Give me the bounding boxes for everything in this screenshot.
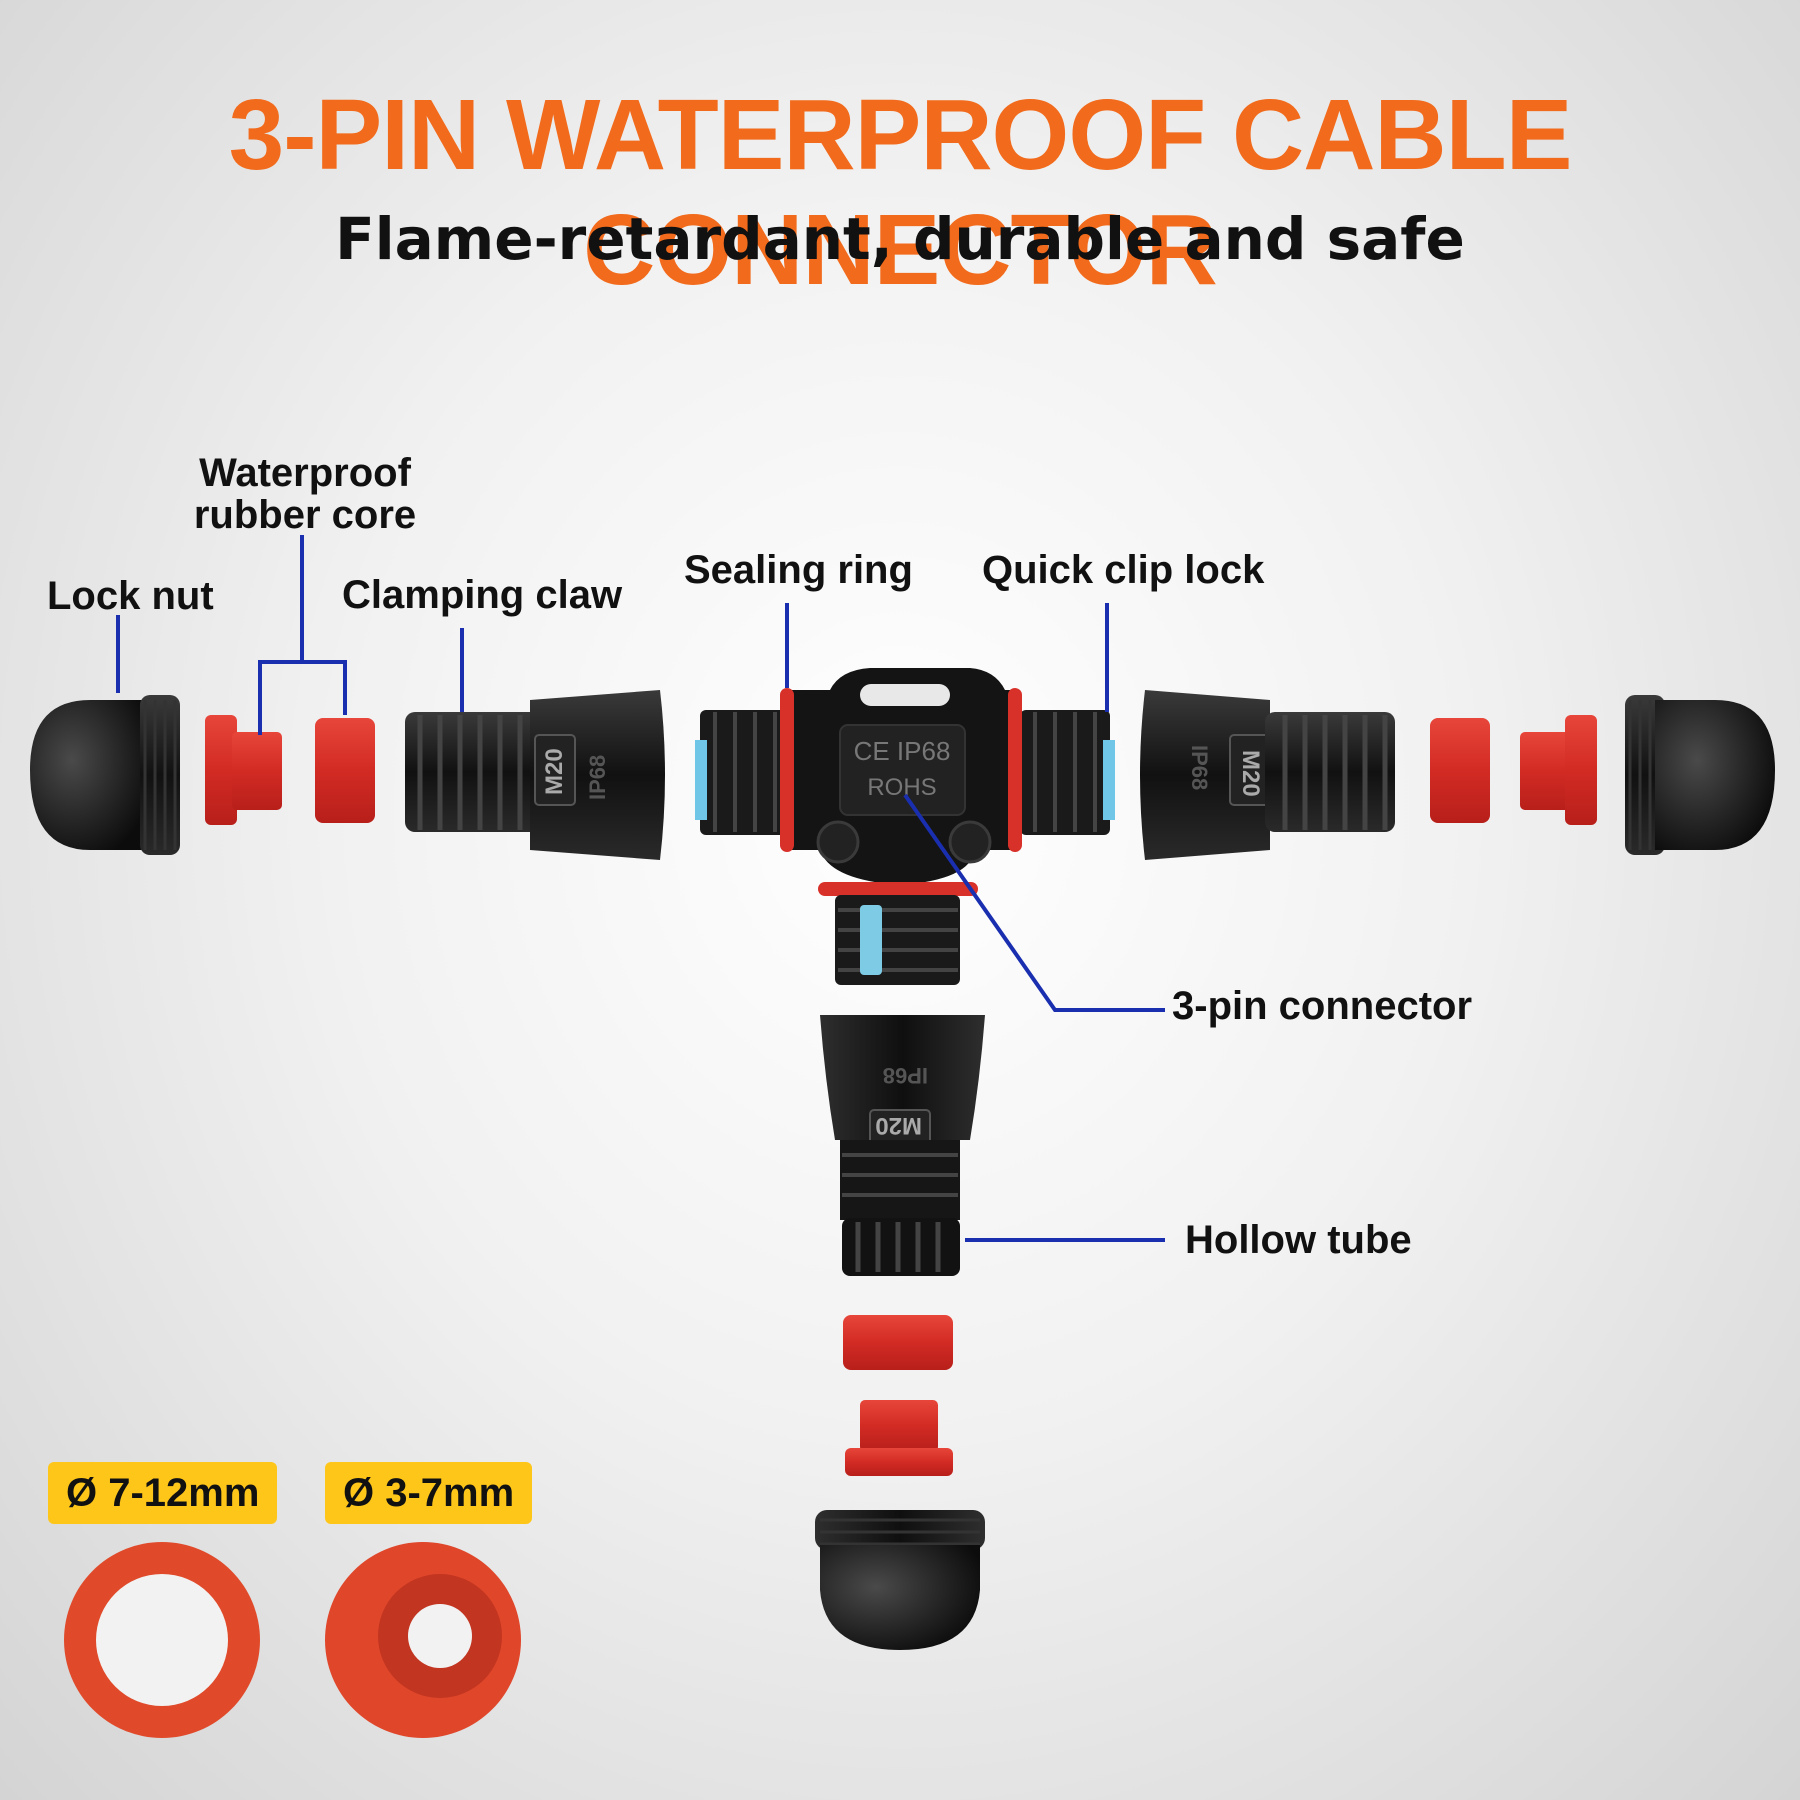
left-rubber-core-small xyxy=(315,718,375,823)
left-m20-marking: M20 xyxy=(541,748,568,795)
size-badge-3-7mm: Ø 3-7mm xyxy=(325,1462,533,1524)
left-rubber-core-large xyxy=(205,715,282,825)
label-clamping-claw: Clamping claw xyxy=(342,573,623,617)
bottom-ip68-marking: IP68 xyxy=(883,1063,928,1088)
left-lock-nut xyxy=(30,695,180,855)
bottom-m20-marking: M20 xyxy=(875,1112,922,1139)
size-sample-ring-small xyxy=(325,1542,521,1738)
label-3-pin-connector: 3-pin connector xyxy=(1172,984,1473,1028)
page-title: 3-PIN WATERPROOF CABLE CONNECTOR xyxy=(228,79,1573,306)
size-sample-ring-large xyxy=(64,1542,260,1738)
left-ip68-marking: IP68 xyxy=(585,755,610,800)
right-m20-marking: M20 xyxy=(1237,750,1264,797)
label-hollow-tube: Hollow tube xyxy=(1185,1218,1412,1262)
left-clamping-claw: M20 IP68 xyxy=(405,690,665,860)
right-lock-nut xyxy=(1625,695,1775,855)
label-quick-clip-lock: Quick clip lock xyxy=(982,548,1265,592)
right-rubber-core-small xyxy=(1430,718,1490,823)
bottom-rubber-core-small xyxy=(843,1315,953,1370)
right-ip68-marking: IP68 xyxy=(1187,745,1212,790)
bottom-hollow-tube: M20 IP68 xyxy=(820,1015,985,1276)
label-rubber-core: Waterproof rubber core xyxy=(180,452,430,536)
bottom-lock-nut xyxy=(815,1510,985,1650)
label-lock-nut: Lock nut xyxy=(47,574,214,618)
rohs-marking: ROHS xyxy=(867,774,936,801)
bottom-rubber-core-large xyxy=(845,1400,953,1476)
label-rubber-core-line2: rubber core xyxy=(193,493,417,537)
tee-body: CE IP68 ROHS xyxy=(695,668,1115,985)
page-subtitle: Flame-retardant, durable and safe xyxy=(335,205,1465,273)
right-rubber-core-large xyxy=(1520,715,1597,825)
label-sealing-ring: Sealing ring xyxy=(684,548,913,592)
size-badge-7-12mm: Ø 7-12mm xyxy=(48,1462,278,1524)
ce-ip68-marking: CE IP68 xyxy=(854,736,951,766)
right-clamping-claw: M20 IP68 xyxy=(1140,690,1395,860)
callout-lines xyxy=(116,535,1165,1242)
label-rubber-core-line1: Waterproof xyxy=(199,451,411,495)
